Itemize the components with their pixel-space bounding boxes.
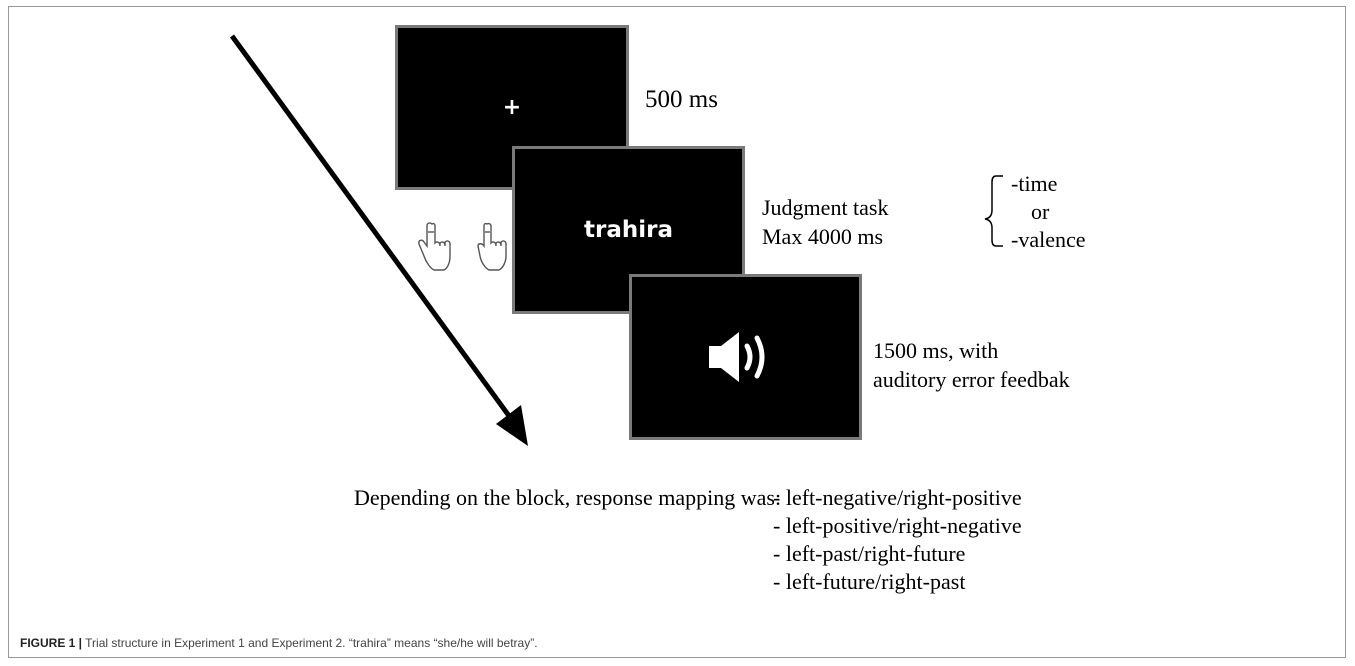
mapping-list: - left-negative/right-positive - left-po… — [773, 484, 1022, 596]
mapping-item: - left-positive/right-negative — [773, 513, 1022, 538]
figure-caption: FIGURE 1 | Trial structure in Experiment… — [20, 636, 538, 650]
speaker-icon — [708, 332, 764, 382]
mapping-item: - left-negative/right-positive — [773, 485, 1022, 510]
right-hand-icon — [477, 222, 507, 271]
mapping-item: - left-future/right-past — [773, 569, 966, 594]
options-brace — [984, 175, 1003, 247]
option-or: or — [1031, 199, 1050, 224]
caption-text: Trial structure in Experiment 1 and Expe… — [82, 636, 538, 650]
judgment-label-line1: Judgment task — [762, 195, 889, 220]
fixation-cross: + — [502, 95, 522, 120]
caption-label: FIGURE 1 | — [20, 636, 83, 650]
timeline-arrow — [229, 34, 528, 446]
mapping-item: - left-past/right-future — [773, 541, 966, 566]
target-word: trahira — [584, 217, 673, 243]
fixation-duration: 500 ms — [645, 86, 718, 113]
judgment-label: Judgment task Max 4000 ms — [762, 193, 889, 251]
option-time: -time — [1011, 171, 1058, 196]
judgment-label-line2: Max 4000 ms — [762, 224, 883, 249]
feedback-label: 1500 ms, with auditory error feedbak — [873, 336, 1070, 394]
feedback-screen — [629, 274, 862, 440]
feedback-label-line1: 1500 ms, with — [873, 338, 999, 363]
option-valence: -valence — [1011, 227, 1086, 252]
left-hand-icon — [418, 222, 451, 271]
mapping-intro: Depending on the block, response mapping… — [354, 485, 782, 510]
feedback-label-line2: auditory error feedbak — [873, 367, 1070, 392]
judgment-options: -time or -valence — [1011, 170, 1086, 254]
